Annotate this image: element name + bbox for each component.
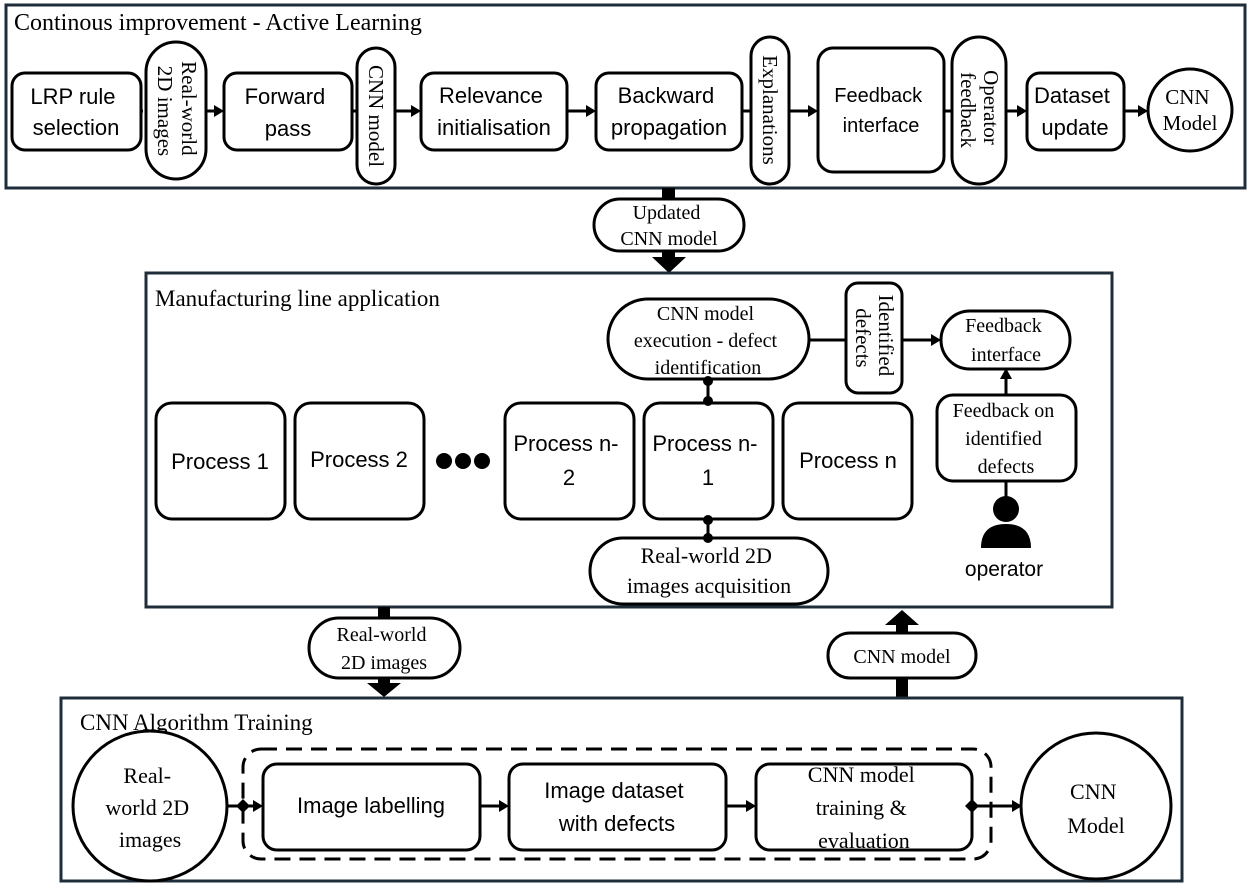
lrp-rule-selection-label: LRP rule selection [30,84,121,140]
manufacturing-section: Manufacturing line application Process 1… [144,271,1114,609]
active-learning-title: Continous improvement - Active Learning [14,10,422,36]
relevance-initialisation-label: Relevance initialisation [437,83,551,140]
updated-model-connector: Updated CNN model [592,188,746,273]
feedback-interface-label: Feedback interface [834,85,927,137]
cnn-execution-label: CNN model execution - defect identificat… [634,303,782,379]
training-title: CNN Algorithm Training [80,710,313,735]
process-n-label: Process n [799,448,897,473]
real-world-images-vertical-label: Real-world 2D images [153,61,201,161]
cnn-model-connector: CNN model [826,610,978,698]
image-labelling-label: Image labelling [297,793,445,818]
backward-propagation-label: Backward propagation [611,83,727,140]
operator-feedback-vertical-label: Operator feedback [956,70,1003,150]
cnn-model-vertical-label: CNN model [364,65,388,167]
cnn-model-circle-bottom [1019,731,1173,881]
explanations-vertical-label: Explanations [758,55,782,165]
active-learning-section: Continous improvement - Active Learning … [4,3,1247,190]
image-dataset-label: Image dataset with defects [544,778,690,836]
process-n-box [781,401,914,521]
process-2-box [293,401,426,521]
real-world-images-label: Real-world 2D images [337,624,432,674]
feedback-interface-box [816,46,946,174]
dataset-update-label: Dataset update [1034,83,1116,140]
active-learning-frame [4,3,1247,190]
training-section: CNN Algorithm Training Real- world 2D im… [59,696,1184,883]
cnn-model-stadium [355,46,397,186]
process-n-1-box [642,401,775,521]
middle-feedback-interface-label: Feedback interface [965,315,1047,366]
updated-cnn-model-label: Updated CNN model [620,202,718,250]
real-world-images-connector: Real-world 2D images [307,607,462,697]
process-1-box [154,401,287,521]
process-n-2-box [503,401,636,521]
identified-defects-vertical-label: Identified defects [851,295,898,382]
training-dashed-group [241,747,993,861]
images-acquisition-label: Real-world 2D images acquisition [627,543,791,598]
operator-label: operator [965,558,1043,581]
operator-icon [981,496,1031,548]
training-frame [59,696,1184,883]
manufacturing-title: Manufacturing line application [155,286,440,311]
cnn-model-circle-bottom-label: CNN Model [1067,779,1124,838]
ellipsis-dots [436,453,490,469]
manufacturing-frame [144,271,1114,609]
training-evaluation-label: CNN model training & evaluation [808,762,920,853]
real-world-images-circle-label: Real- world 2D images [105,763,194,852]
process-n-1-label: Process n- 1 [652,431,763,490]
image-dataset-box [507,762,728,852]
process-n-2-label: Process n- 2 [513,431,624,490]
feedback-on-defects-label: Feedback on identified defects [953,400,1060,478]
cnn-model-pill-label: CNN model [853,646,951,668]
cnn-model-circle-top-label: CNN Model [1163,85,1218,135]
forward-pass-label: Forward pass [245,84,332,141]
cnn-model-circle-top [1146,67,1234,153]
identified-defects-box [844,281,904,395]
process-2-label: Process 2 [310,447,408,472]
process-1-label: Process 1 [171,449,269,474]
